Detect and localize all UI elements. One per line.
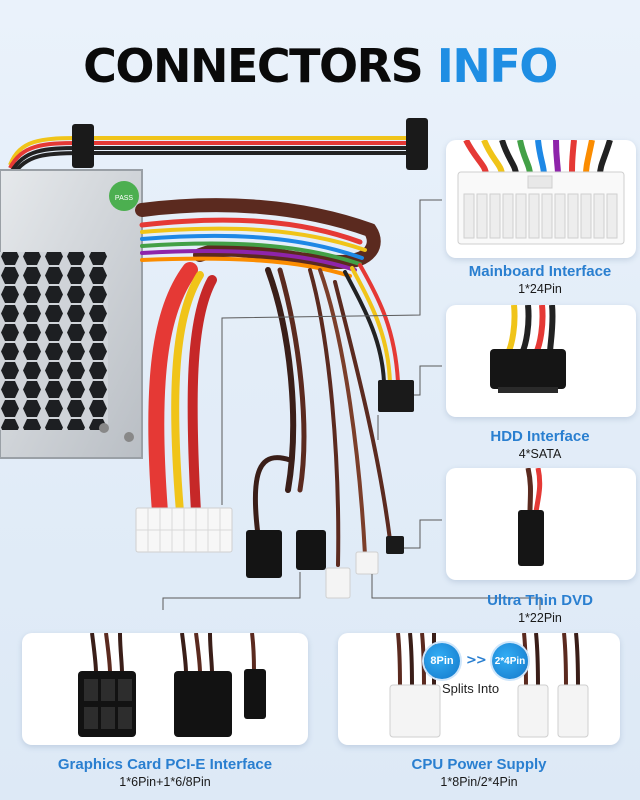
sata-power-connector-icon (490, 305, 566, 393)
cpu-power-supply-label: CPU Power Supply 1*8Pin/2*4Pin (338, 755, 620, 790)
sata-extension-cable (8, 118, 428, 176)
psu-illustration: PASS (0, 118, 541, 610)
connector-spec: 1*22Pin (518, 611, 562, 625)
title-main: CONNECTORS (83, 39, 424, 93)
pcie-connector-icon (78, 633, 266, 737)
cpu-power-supply-card: 8Pin >> 2*4Pin Splits Into (338, 633, 620, 745)
connector-spec: 1*24Pin (518, 282, 562, 296)
page-title: CONNECTORS INFO (0, 36, 640, 96)
cable-bundle (135, 198, 400, 567)
connector-spec: 1*6Pin+1*6/8Pin (119, 775, 211, 789)
connector-name: Ultra Thin DVD (487, 592, 593, 609)
hdd-interface-label: HDD Interface 4*SATA (440, 427, 640, 462)
connector-name: Graphics Card PCI-E Interface (57, 756, 273, 773)
ultra-thin-dvd-card (446, 468, 636, 580)
connector-name: CPU Power Supply (411, 756, 547, 773)
leader-lines (162, 199, 541, 610)
connector-spec: 1*8Pin/2*4Pin (440, 775, 518, 789)
ultra-thin-dvd-label: Ultra Thin DVD 1*22Pin (440, 591, 640, 626)
eps-connector-icon (389, 633, 589, 738)
connector-name: Mainboard Interface (468, 263, 612, 280)
mainboard-interface-card (446, 140, 636, 258)
graphics-card-pcie-label: Graphics Card PCI-E Interface 1*6Pin+1*6… (22, 755, 308, 790)
hdd-interface-card (446, 305, 636, 417)
connector-plugs (135, 380, 414, 599)
slim-dvd-connector-icon (518, 468, 544, 566)
connector-name: HDD Interface (490, 428, 590, 445)
psu-sticker: PASS (115, 195, 133, 202)
psu-body: PASS (0, 169, 143, 459)
atx-24pin-connector-icon (457, 140, 625, 245)
splits-into-caption: Splits Into (442, 681, 500, 696)
connector-spec: 4*SATA (518, 447, 562, 461)
badge-2x4pin: 2*4Pin (492, 643, 528, 679)
graphics-card-pcie-card (22, 633, 308, 745)
badge-8pin: 8Pin (424, 643, 460, 679)
mainboard-interface-label: Mainboard Interface 1*24Pin (440, 262, 640, 297)
double-chevron-right-icon: >> (466, 653, 487, 668)
title-accent: INFO (436, 39, 559, 93)
